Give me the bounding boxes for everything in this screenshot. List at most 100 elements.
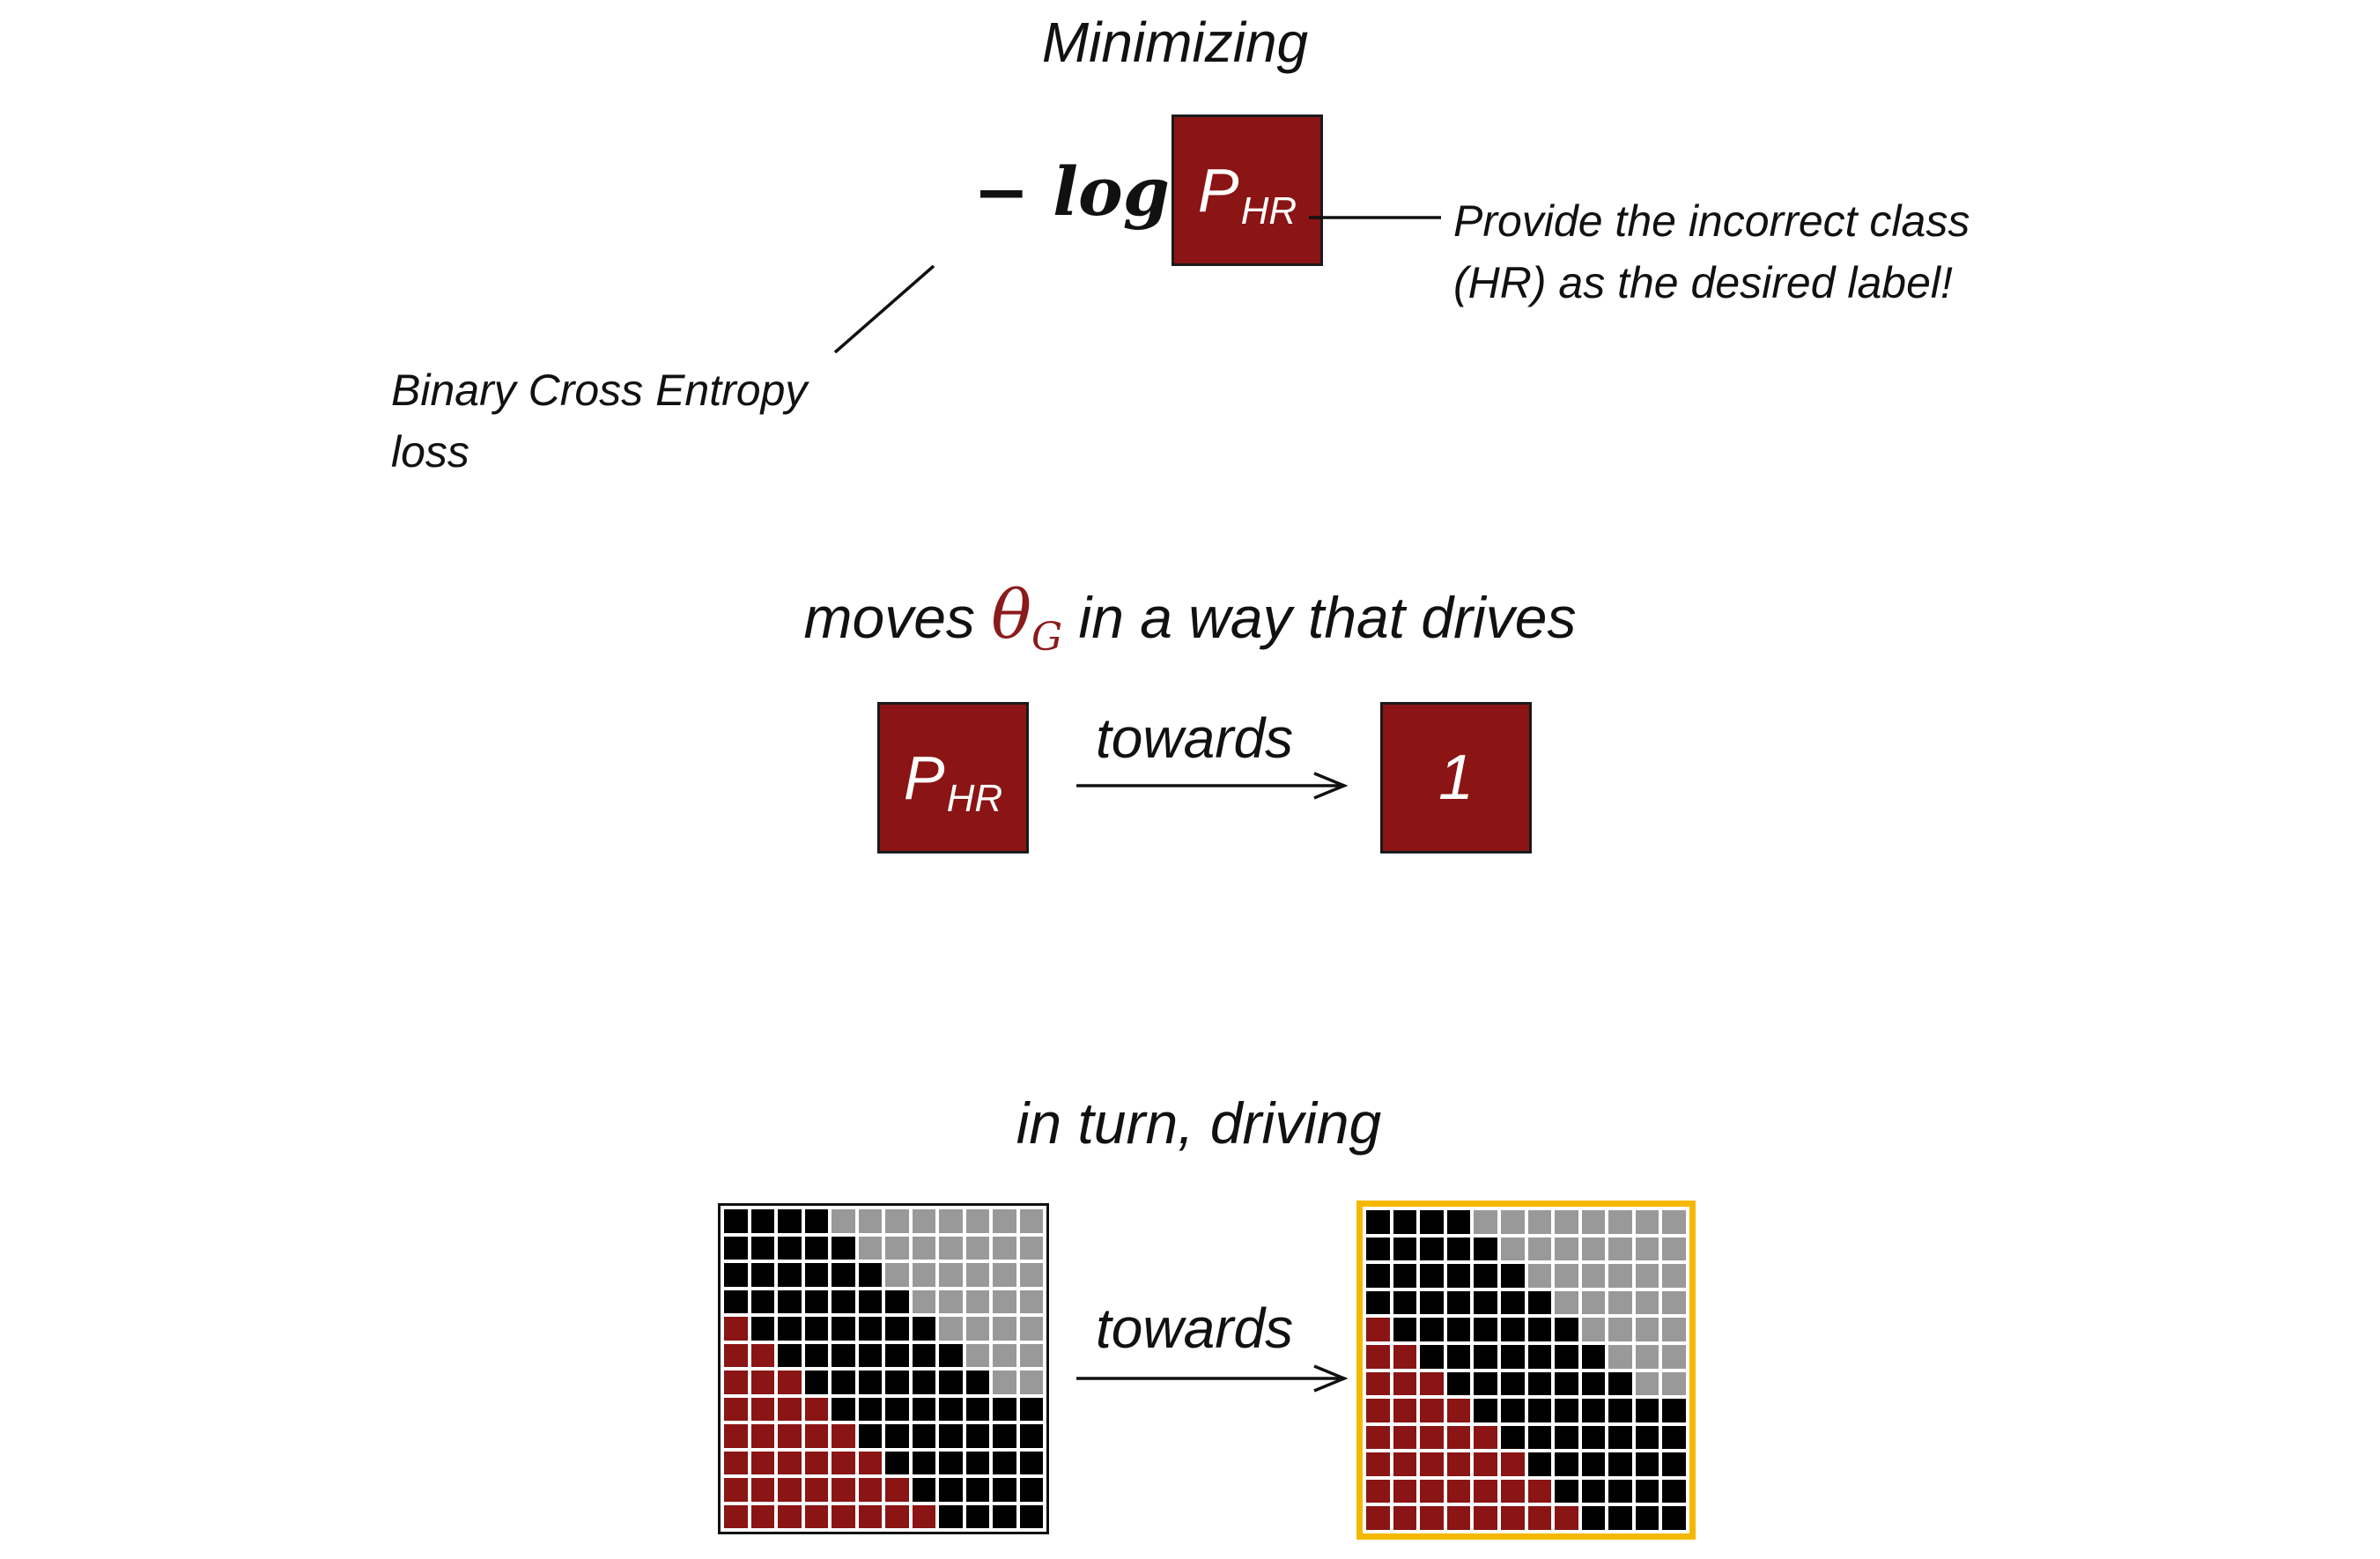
grid-cell (1555, 1506, 1578, 1530)
grid-cell (1446, 1290, 1471, 1315)
grid-cell (724, 1236, 748, 1260)
grid-cell (1635, 1479, 1659, 1504)
grid-cell (912, 1236, 935, 1260)
grid-cell (1420, 1506, 1444, 1530)
grid-cell (1635, 1506, 1659, 1530)
grid-cell (993, 1263, 1016, 1287)
grid-cell (1366, 1425, 1390, 1450)
grid-cell (724, 1371, 748, 1394)
grid-cell (1420, 1290, 1444, 1315)
grid-cell (750, 1504, 774, 1528)
grid-cell (1393, 1264, 1417, 1288)
grid-cell (1527, 1237, 1552, 1261)
annotation-desired-label-line-1: Provide the incorrect class (1453, 196, 1970, 246)
grid-cell (1527, 1371, 1552, 1396)
grid-cell (804, 1397, 828, 1421)
grid-cell (1474, 1290, 1497, 1315)
theta-g-symbol: θG (991, 575, 1062, 657)
grid-cell (1420, 1425, 1444, 1450)
grid-cell (1474, 1371, 1497, 1396)
grid-cell (778, 1209, 802, 1233)
grid-cell (1555, 1264, 1578, 1288)
grid-cell (1446, 1371, 1471, 1396)
grid-cell (939, 1209, 963, 1233)
grid-cell (1500, 1290, 1525, 1315)
grid-cell (1446, 1318, 1471, 1341)
grid-cell (1393, 1371, 1417, 1396)
grid-cell (724, 1504, 748, 1528)
grid-cell (858, 1236, 882, 1260)
grid-cell (965, 1424, 989, 1448)
grid-cell (1635, 1344, 1659, 1369)
grid-cell (1366, 1290, 1390, 1315)
grid-cell (724, 1209, 748, 1233)
grid-cell (1555, 1344, 1578, 1369)
grid-cell (993, 1424, 1016, 1448)
grid-cell (1527, 1506, 1552, 1530)
grid-cell (1420, 1318, 1444, 1341)
grid-cell (1581, 1210, 1606, 1234)
grid-cell (1555, 1290, 1578, 1315)
grid-cell (1474, 1237, 1497, 1261)
grid-cell (912, 1504, 935, 1528)
grid-cell (804, 1209, 828, 1233)
grid-cell (993, 1504, 1016, 1528)
grid-cell (1608, 1506, 1632, 1530)
grid-cell (1420, 1344, 1444, 1369)
grid-cell (939, 1236, 963, 1260)
grid-cell (1608, 1344, 1632, 1369)
grid-cell (885, 1343, 909, 1367)
grid-cell (965, 1209, 989, 1233)
grid-cell (1581, 1290, 1606, 1315)
grid-cell (1393, 1425, 1417, 1450)
grid-cell (1019, 1263, 1043, 1287)
grid-cell (912, 1371, 935, 1394)
grid-cell (1366, 1479, 1390, 1504)
grid-cell (1019, 1424, 1043, 1448)
grid-cell (778, 1236, 802, 1260)
grid-cell (1420, 1210, 1444, 1234)
grid-cell (832, 1289, 855, 1313)
grid-cell (1608, 1318, 1632, 1341)
grid-cell (1019, 1209, 1043, 1233)
grid-cell (939, 1263, 963, 1287)
grid-cell (993, 1343, 1016, 1367)
grid-cell (1555, 1425, 1578, 1450)
grid-cell (1366, 1237, 1390, 1261)
grid-cell (1366, 1399, 1390, 1422)
grid-cell (1527, 1290, 1552, 1315)
grid-cell (939, 1371, 963, 1394)
grid-cell (965, 1289, 989, 1313)
grid-cell (832, 1236, 855, 1260)
grid-cell (1500, 1452, 1525, 1476)
grid-cell (993, 1371, 1016, 1394)
grid-cell (724, 1317, 748, 1341)
grid-cell (1555, 1479, 1578, 1504)
grid-cell (804, 1371, 828, 1394)
grid-cell (1474, 1452, 1497, 1476)
grid-cell (858, 1424, 882, 1448)
grid-cell (750, 1424, 774, 1448)
grid-cell (1446, 1264, 1471, 1288)
grid-cell (1662, 1264, 1686, 1288)
grid-cell (804, 1478, 828, 1502)
annotation-bce-loss-line-2: loss (391, 427, 469, 477)
grid-cell (1635, 1318, 1659, 1341)
grid-cell (1474, 1210, 1497, 1234)
p-hr-box-formula-symbol: P (1197, 156, 1239, 225)
grid-cell (832, 1504, 855, 1528)
grid-cell (1527, 1425, 1552, 1450)
grid-cell (939, 1478, 963, 1502)
grid-cell (1555, 1210, 1578, 1234)
grid-cell (724, 1451, 748, 1474)
grid-cell (804, 1343, 828, 1367)
grid-cell (1581, 1399, 1606, 1422)
grid-cell (912, 1289, 935, 1313)
grid-cell (1527, 1479, 1552, 1504)
grid-cell (1446, 1399, 1471, 1422)
grid-cell (858, 1451, 882, 1474)
grid-cell (778, 1478, 802, 1502)
grid-cell (778, 1397, 802, 1421)
grid-cell (858, 1263, 882, 1287)
